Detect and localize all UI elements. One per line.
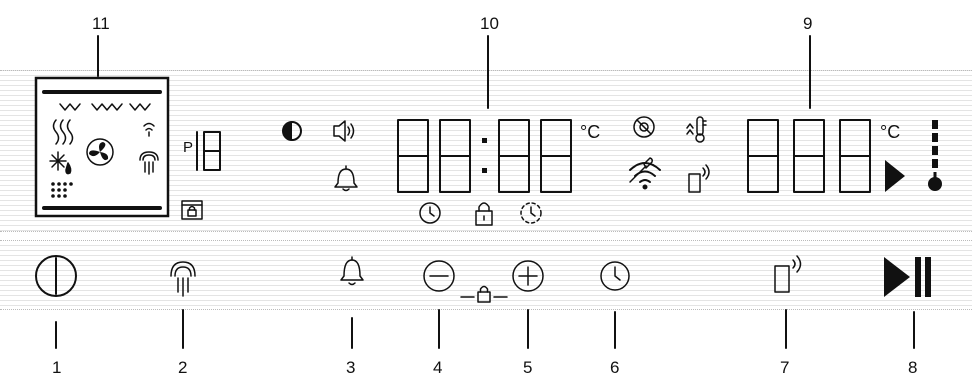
clock-button[interactable] [600, 261, 630, 291]
wifi-icon [629, 162, 661, 190]
child-lock-door-icon [181, 200, 203, 220]
callout-2: 2 [178, 358, 188, 377]
callout-1: 1 [52, 358, 62, 377]
program-digit [196, 131, 221, 171]
touch-panel [0, 240, 972, 310]
temperature-display-digits [747, 119, 871, 193]
end-time-indicator-icon [520, 202, 542, 224]
timer-bell-button[interactable] [340, 256, 364, 286]
callout-9: 9 [803, 14, 813, 33]
time-colon [482, 138, 487, 173]
callout-10: 10 [480, 14, 499, 33]
remote-phone-icon [688, 164, 710, 193]
fast-heat-thermometer-icon [686, 116, 707, 143]
dots-grid-icon [51, 182, 73, 198]
remote-start-button[interactable] [774, 255, 802, 293]
power-button[interactable] [35, 255, 77, 297]
steam-heat-icon [52, 119, 74, 145]
callout-8: 8 [908, 358, 918, 377]
callout-4: 4 [433, 358, 443, 377]
minus-button[interactable] [423, 260, 455, 292]
lock-indicator-icon [475, 202, 493, 226]
time-display-digits [397, 119, 572, 193]
plus-button[interactable] [512, 260, 544, 292]
descale-icon [633, 116, 655, 138]
core-probe-icon [629, 157, 653, 183]
temperature-unit-label: °C [880, 122, 900, 142]
callout-6: 6 [610, 358, 620, 377]
steam-button[interactable] [170, 261, 196, 297]
callout-7: 7 [780, 358, 790, 377]
oven-function-display [34, 76, 170, 218]
play-indicator-icon [885, 160, 905, 192]
start-pause-button[interactable] [884, 257, 931, 297]
steam-cloud-icon [139, 151, 159, 175]
program-prefix: P [183, 139, 193, 156]
wifi-small-icon [143, 122, 155, 137]
fan-icon [86, 138, 114, 166]
speaker-icon [333, 120, 355, 142]
top-heater-icon [59, 103, 151, 111]
key-lock-combo-icon [460, 285, 508, 303]
bell-display-icon [334, 165, 358, 192]
callout-11: 11 [92, 14, 110, 33]
contrast-icon [282, 121, 302, 141]
time-unit-label: °C [580, 122, 600, 142]
heating-indicator-icon [928, 120, 942, 191]
defrost-icon [49, 151, 72, 175]
callout-lines [55, 35, 915, 349]
clock-indicator-icon [419, 202, 441, 224]
callout-3: 3 [346, 358, 356, 377]
callout-5: 5 [523, 358, 533, 377]
